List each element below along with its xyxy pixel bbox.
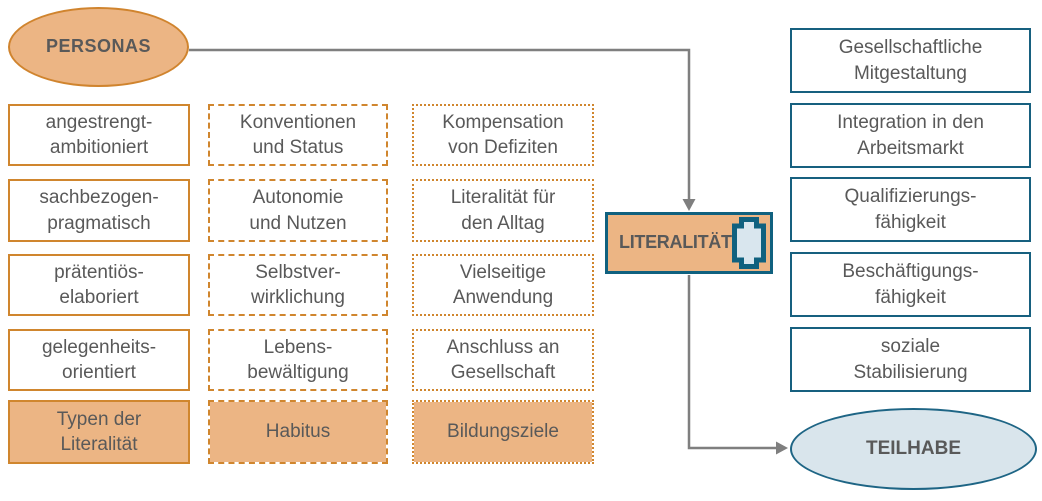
outcome-soziale-stabilisierung: soziale Stabilisierung — [790, 327, 1031, 392]
box-label: prätentiös- elaboriert — [54, 261, 144, 308]
bildungsziele-item-anschluss-an-gesellschaft: Anschluss an Gesellschaft — [412, 329, 594, 391]
literalitaet-node: LITERALITÄT — [605, 212, 773, 274]
box-label: Selbstver- wirklichung — [251, 261, 345, 308]
habitus-item-konventionen-und-status: Konventionen und Status — [208, 104, 388, 166]
typen-item-praetentioes-elaboriert: prätentiös- elaboriert — [8, 254, 190, 316]
typen-header: Typen der Literalität — [8, 400, 190, 464]
outcome-qualifizierungsfaehigkeit: Qualifizierungs- fähigkeit — [790, 177, 1031, 242]
bildungsziele-item-vielseitige-anwendung: Vielseitige Anwendung — [412, 254, 594, 316]
column-header-label: Typen der Literalität — [56, 408, 142, 455]
box-label: Kompensation von Defiziten — [442, 111, 564, 158]
box-label: Qualifizierungs- fähigkeit — [844, 186, 977, 233]
typen-item-gelegenheits-orientiert: gelegenheits- orientiert — [8, 329, 190, 391]
bildungsziele-item-literalitaet-fuer-den-alltag: Literalität für den Alltag — [412, 179, 594, 242]
box-label: Integration in den Arbeitsmarkt — [837, 112, 984, 159]
vertical-scroll-icon — [731, 217, 766, 269]
typen-item-angestrengt-ambitioniert: angestrengt- ambitioniert — [8, 104, 190, 166]
column-header-label: Habitus — [265, 421, 331, 443]
typen-item-sachbezogen-pragmatisch: sachbezogen- pragmatisch — [8, 179, 190, 242]
box-label: Gesellschaftliche Mitgestaltung — [838, 37, 983, 84]
personas-node: PERSONAS — [8, 7, 189, 87]
arrow-personas-to-literalitaet — [189, 48, 696, 211]
outcome-gesellschaftliche-mitgestaltung: Gesellschaftliche Mitgestaltung — [790, 28, 1031, 93]
box-label: gelegenheits- orientiert — [41, 336, 157, 383]
box-label: Autonomie und Nutzen — [249, 187, 347, 234]
outcome-beschaeftigungsfaehigkeit: Beschäftigungs- fähigkeit — [790, 252, 1031, 317]
habitus-header: Habitus — [208, 400, 388, 464]
box-label: Lebens- bewältigung — [247, 336, 349, 383]
literalitaet-label: LITERALITÄT — [619, 232, 732, 253]
arrow-literalitaet-to-teilhabe — [687, 275, 788, 455]
teilhabe-label: TEILHABE — [866, 438, 961, 460]
teilhabe-node: TEILHABE — [790, 408, 1037, 490]
box-label: Beschäftigungs- fähigkeit — [842, 261, 979, 308]
box-label: Vielseitige Anwendung — [452, 261, 554, 308]
habitus-item-autonomie-und-nutzen: Autonomie und Nutzen — [208, 179, 388, 242]
box-label: Konventionen und Status — [239, 111, 357, 158]
habitus-item-lebensbewaeltigung: Lebens- bewältigung — [208, 329, 388, 391]
habitus-item-selbstverwirklichung: Selbstver- wirklichung — [208, 254, 388, 316]
column-header-label: Bildungsziele — [447, 421, 559, 443]
outcome-integration-in-den-arbeitsmarkt: Integration in den Arbeitsmarkt — [790, 103, 1031, 168]
box-label: Literalität für den Alltag — [450, 187, 556, 234]
box-label: Anschluss an Gesellschaft — [446, 336, 560, 383]
box-label: soziale Stabilisierung — [853, 336, 968, 383]
box-label: sachbezogen- pragmatisch — [39, 187, 159, 234]
bildungsziele-header: Bildungsziele — [412, 400, 594, 464]
box-label: angestrengt- ambitioniert — [45, 111, 153, 158]
bildungsziele-item-kompensation-von-defiziten: Kompensation von Defiziten — [412, 104, 594, 166]
personas-label: PERSONAS — [45, 36, 152, 57]
